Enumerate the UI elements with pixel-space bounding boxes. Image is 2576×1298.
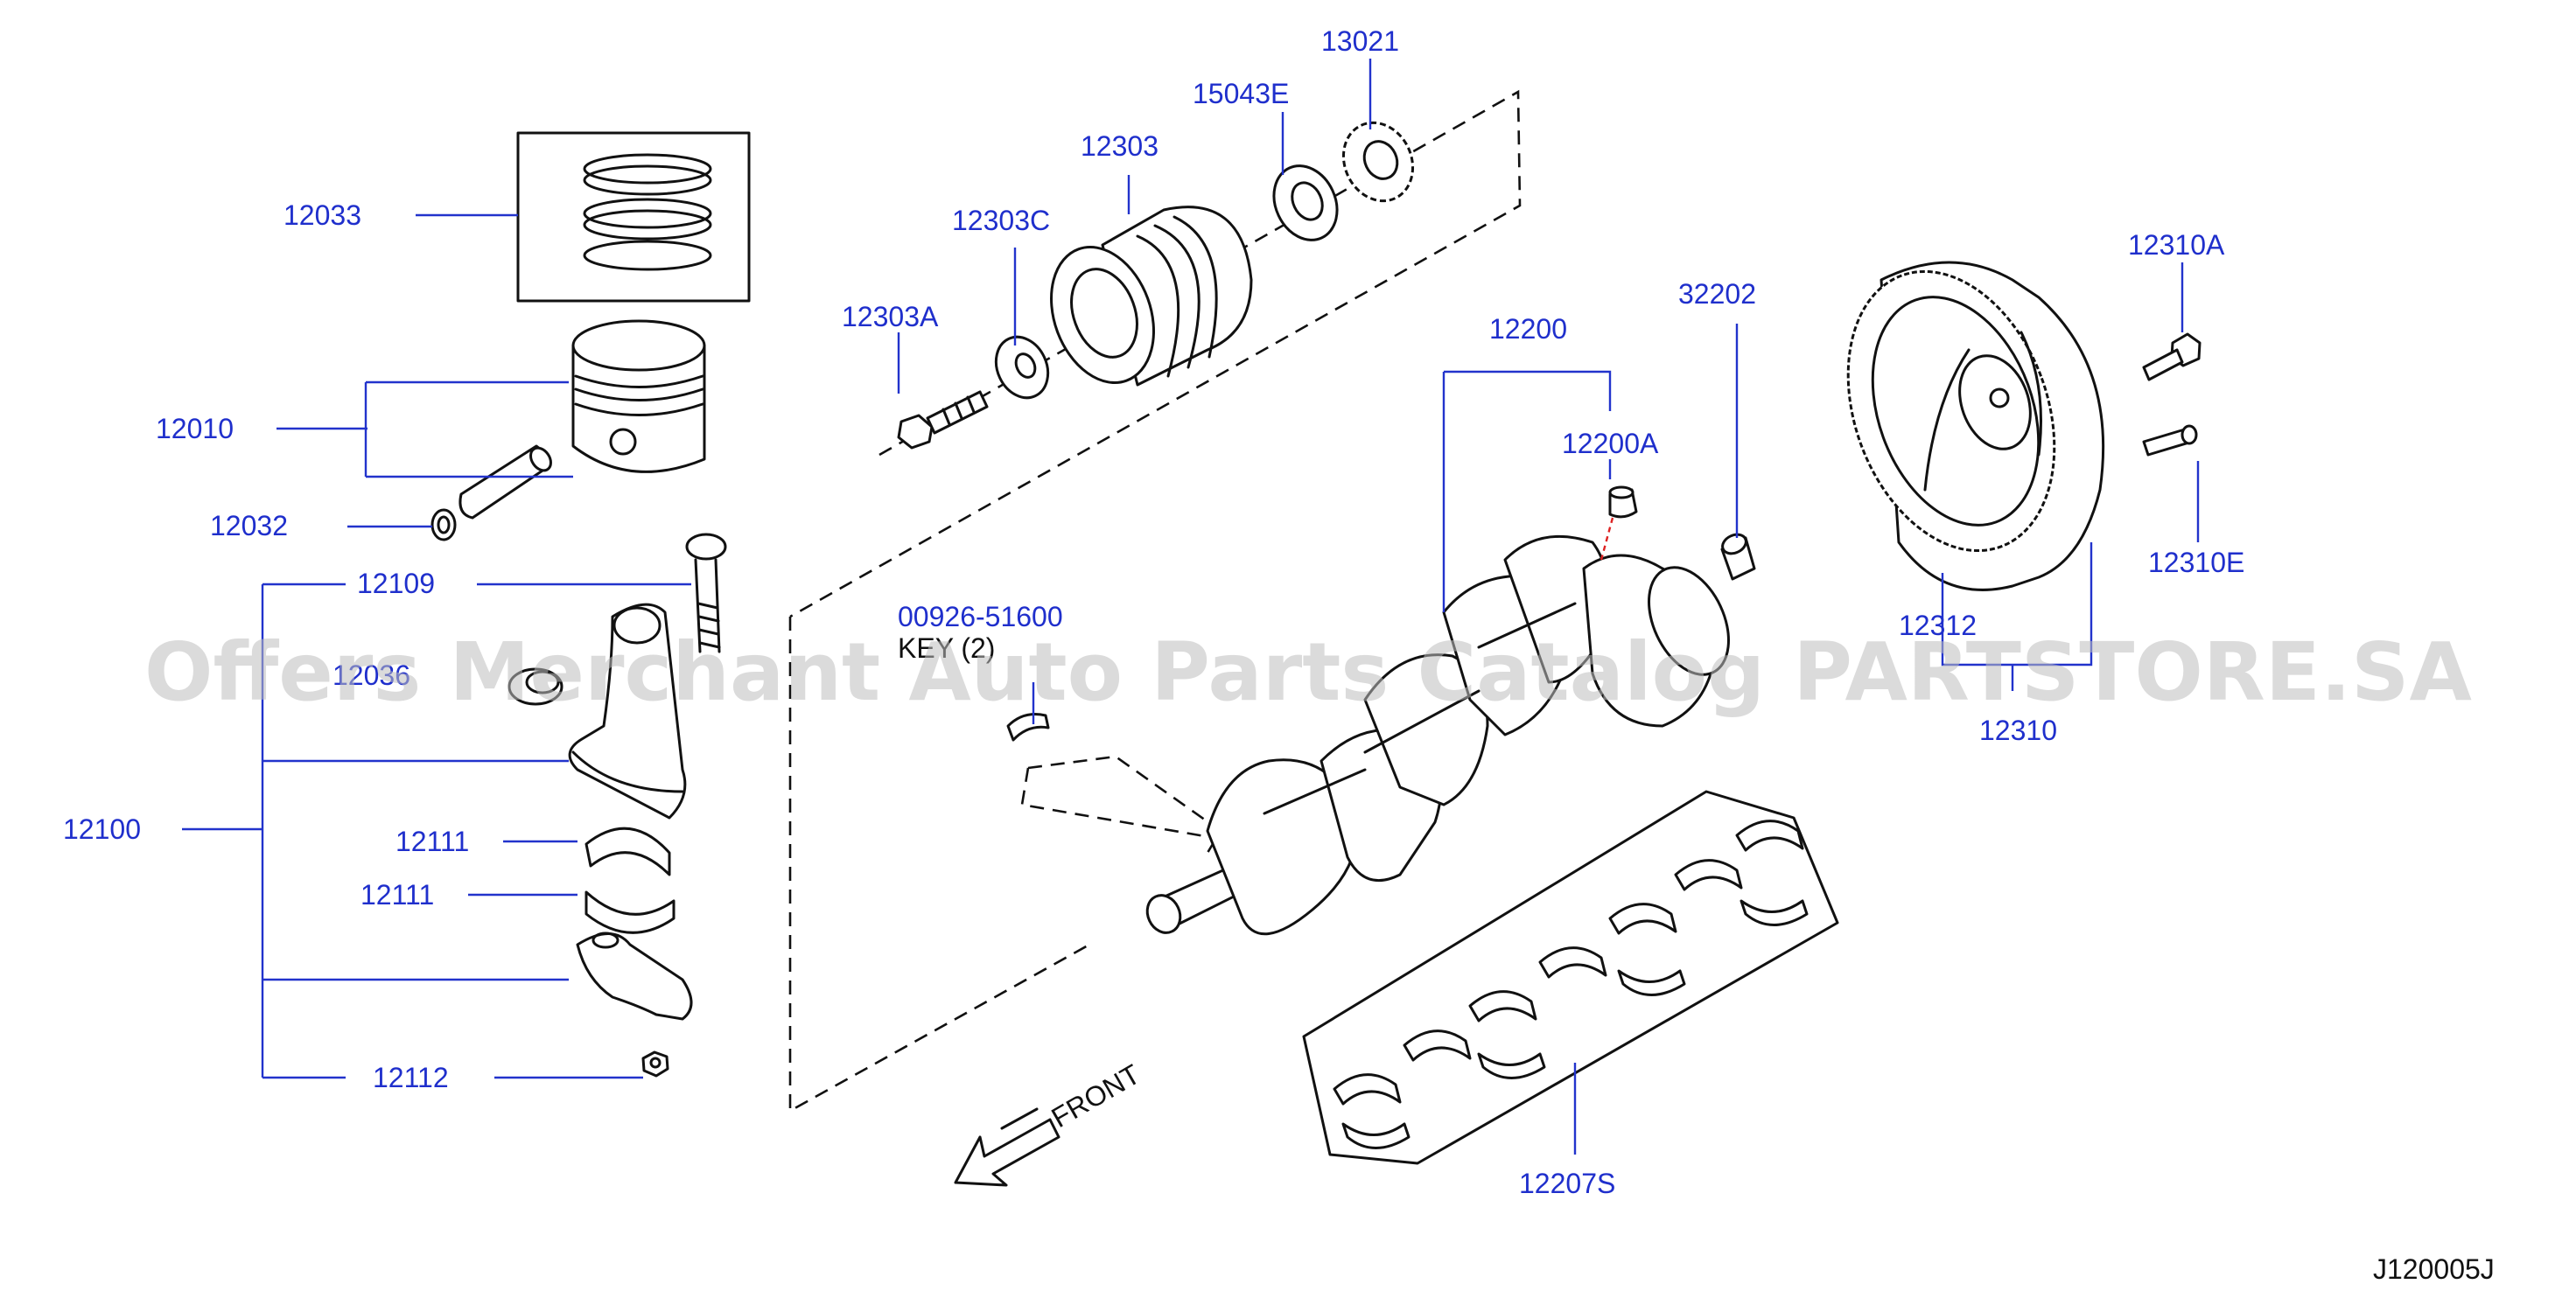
label-12207S[interactable]: 12207S (1519, 1168, 1615, 1199)
main-bearing-set[interactable] (1302, 790, 1839, 1165)
woodruff-key[interactable] (1006, 713, 1050, 742)
label-12111-upper[interactable]: 12111 (396, 826, 469, 857)
crankshaft[interactable] (1141, 534, 1744, 938)
label-00926-51600[interactable]: 00926-51600 (898, 601, 1063, 632)
label-12010[interactable]: 12010 (156, 413, 234, 444)
label-12200[interactable]: 12200 (1489, 313, 1567, 345)
label-12032[interactable]: 12032 (210, 510, 288, 541)
connecting-rod-bearing-upper[interactable] (584, 827, 671, 876)
label-13021[interactable]: 13021 (1321, 25, 1399, 57)
flywheel[interactable] (1811, 242, 2105, 591)
label-12112[interactable]: 12112 (373, 1062, 449, 1093)
connecting-rod-bearing-lower[interactable] (584, 890, 676, 934)
piston-pin-snap-ring[interactable] (430, 508, 457, 541)
label-12109[interactable]: 12109 (357, 568, 435, 599)
label-12111-lower[interactable]: 12111 (360, 879, 434, 911)
label-12033[interactable]: 12033 (284, 199, 361, 231)
pilot-bushing[interactable] (1719, 531, 1756, 581)
crankshaft-plug[interactable] (1608, 485, 1638, 519)
pulley-washer[interactable] (986, 329, 1057, 407)
connecting-rod-bushing[interactable] (508, 667, 564, 706)
watermark: Offers Merchant Auto Parts Catalog PARTS… (144, 625, 2472, 719)
piston[interactable] (571, 319, 706, 473)
connecting-rod-nut[interactable] (641, 1050, 669, 1078)
label-12310E[interactable]: 12310E (2148, 547, 2244, 578)
label-12310A[interactable]: 12310A (2128, 229, 2225, 261)
pulley-bolt[interactable] (897, 390, 989, 450)
piston-pin[interactable] (458, 444, 555, 520)
label-12303[interactable]: 12303 (1081, 130, 1158, 162)
front-label: FRONT (1046, 1058, 1145, 1134)
connecting-rod-cap[interactable] (576, 932, 693, 1021)
front-arrow-icon (954, 1107, 1060, 1187)
label-12303C[interactable]: 12303C (952, 205, 1050, 236)
label-12036[interactable]: 12036 (332, 659, 410, 691)
diagram-code: J120005J (2373, 1253, 2495, 1285)
flywheel-bolt[interactable] (2142, 332, 2202, 381)
crankshaft-sprocket[interactable] (1331, 111, 1425, 212)
connecting-rod[interactable] (568, 603, 687, 820)
flywheel-dowel-pin[interactable] (2142, 424, 2198, 457)
oil-pump-drive-spacer[interactable] (1263, 156, 1349, 250)
key-note: KEY (2) (898, 632, 995, 664)
crankshaft-group-outline (788, 617, 1090, 1113)
key-dash-guide (1020, 755, 1226, 854)
label-12100[interactable]: 12100 (63, 813, 141, 845)
connecting-rod-bolt[interactable] (685, 533, 727, 653)
label-12200A[interactable]: 12200A (1562, 428, 1659, 459)
label-12303A[interactable]: 12303A (842, 301, 939, 332)
piston-ring-set[interactable] (516, 131, 751, 303)
leader-lines (182, 59, 2200, 1155)
label-15043E[interactable]: 15043E (1193, 78, 1289, 109)
crankshaft-pulley[interactable] (1033, 206, 1253, 397)
label-32202[interactable]: 32202 (1678, 278, 1756, 310)
label-12310[interactable]: 12310 (1979, 715, 2057, 746)
label-12312[interactable]: 12312 (1899, 610, 1977, 641)
